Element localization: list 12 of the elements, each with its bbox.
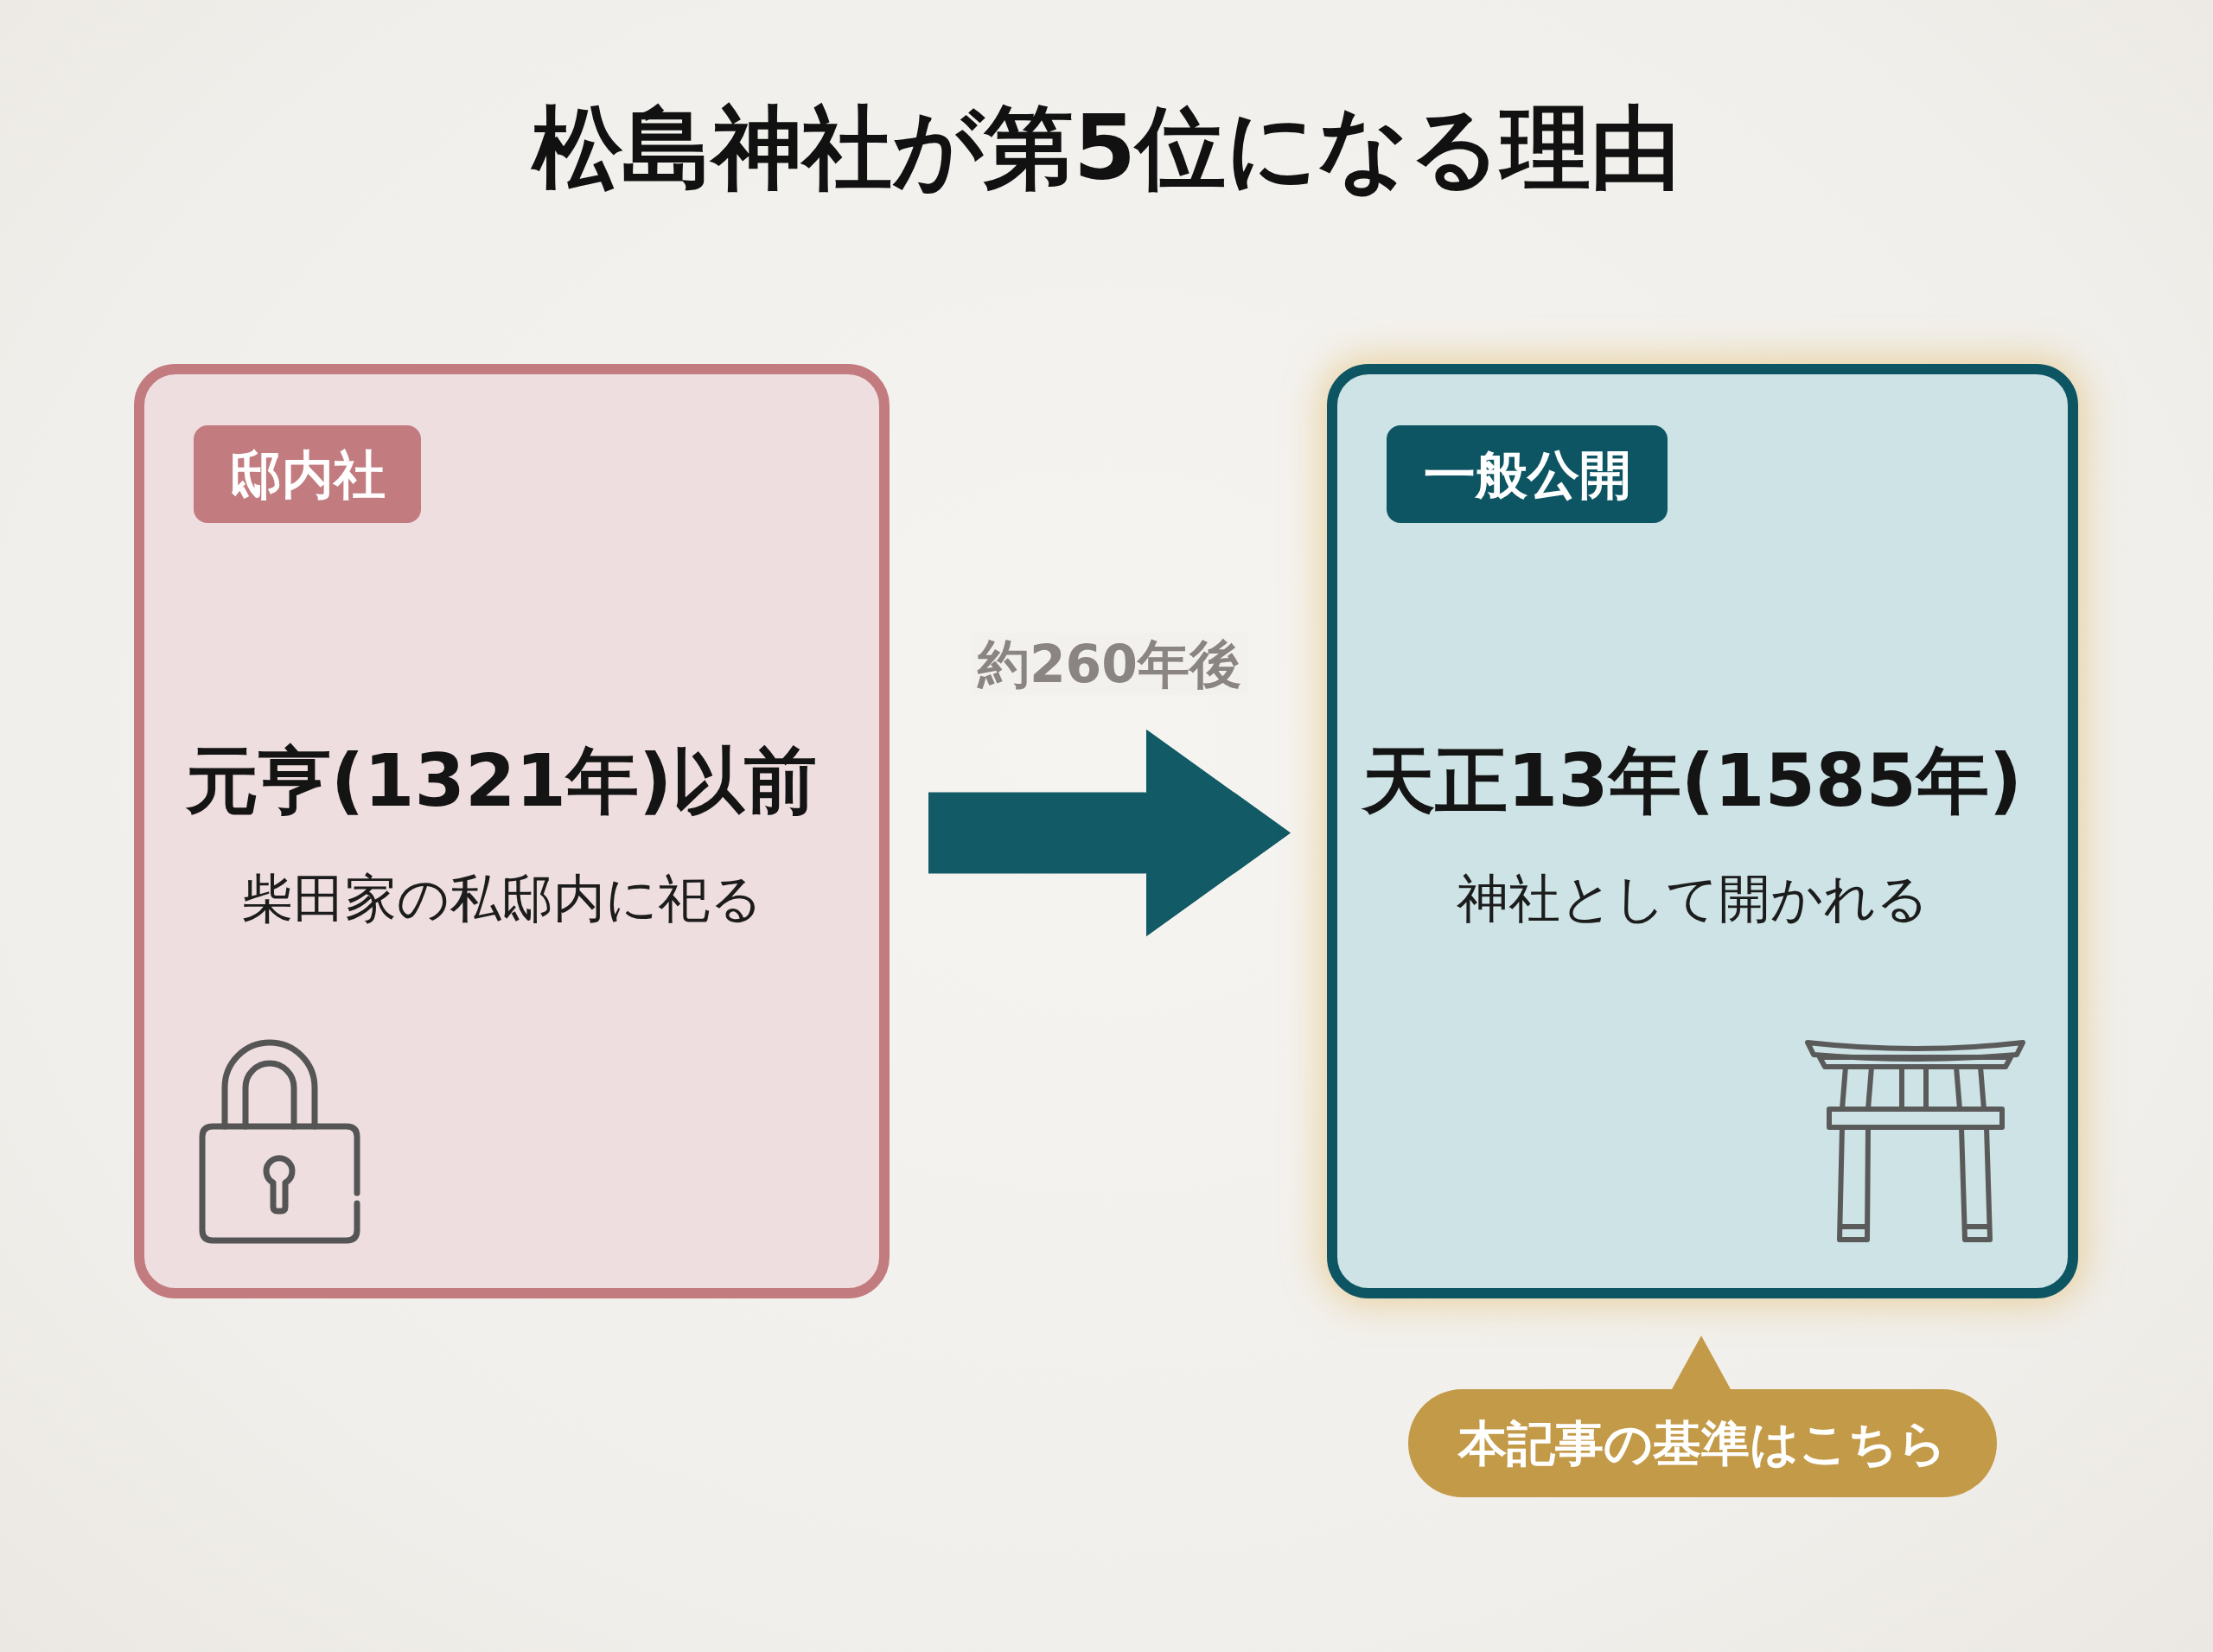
callout-text: 本記事の基準はこちら [1458, 1413, 1947, 1473]
description-text: 柴田家の私邸内に祀る [240, 867, 762, 929]
period-heading: 天正13年(1585年) [1362, 737, 2023, 825]
category-tag: 邸内社 [194, 425, 421, 523]
description-text: 神社として開かれる [1456, 867, 1929, 929]
block-arrow [928, 729, 1291, 937]
title: 松島神社が第5位になる理由 [532, 93, 1681, 202]
period-heading: 元亨(1321年)以前 [185, 737, 818, 825]
stage-card [134, 364, 890, 1298]
category-tag: 一般公開 [1387, 425, 1668, 523]
callout-bubble [1408, 1336, 1997, 1497]
stage-card [1327, 364, 2078, 1298]
